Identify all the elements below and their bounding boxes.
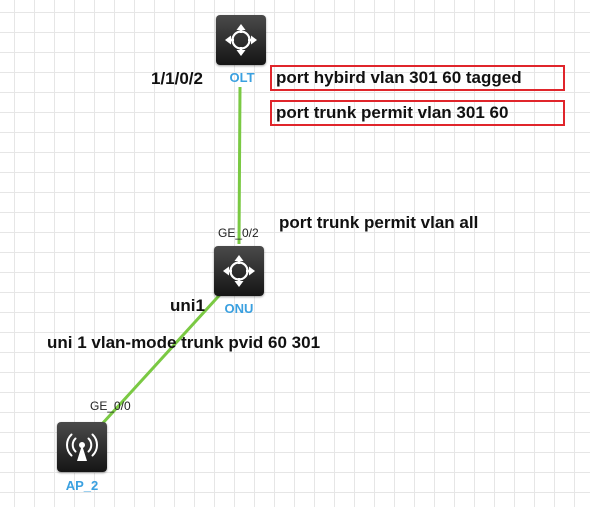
onu-uplink-port-label: GE_0/2 [218, 226, 259, 240]
olt-port-label: 1/1/0/2 [151, 69, 203, 88]
olt-trunk-annotation: port trunk permit vlan 301 60 [270, 100, 565, 126]
uni-vlan-mode-annotation: uni 1 vlan-mode trunk pvid 60 301 [47, 333, 321, 352]
ap-port-label: GE_0/0 [90, 399, 131, 413]
onu-label: ONU [224, 301, 254, 316]
olt-device[interactable] [216, 15, 266, 65]
link-olt-onu[interactable] [237, 86, 242, 245]
ap-device[interactable] [57, 422, 107, 472]
onu-trunk-annotation: port trunk permit vlan all [279, 213, 479, 232]
switch-arrows-icon [225, 24, 257, 56]
olt-label: OLT [229, 70, 255, 85]
wireless-ap-icon [66, 433, 98, 461]
switch-arrows-icon [223, 255, 255, 287]
onu-uni-port-label: uni1 [170, 296, 205, 315]
link-onu-ap[interactable] [100, 286, 228, 426]
ap-label: AP_2 [65, 478, 99, 493]
onu-device[interactable] [214, 246, 264, 296]
olt-hybrid-annotation: port hybird vlan 301 60 tagged [270, 65, 565, 91]
